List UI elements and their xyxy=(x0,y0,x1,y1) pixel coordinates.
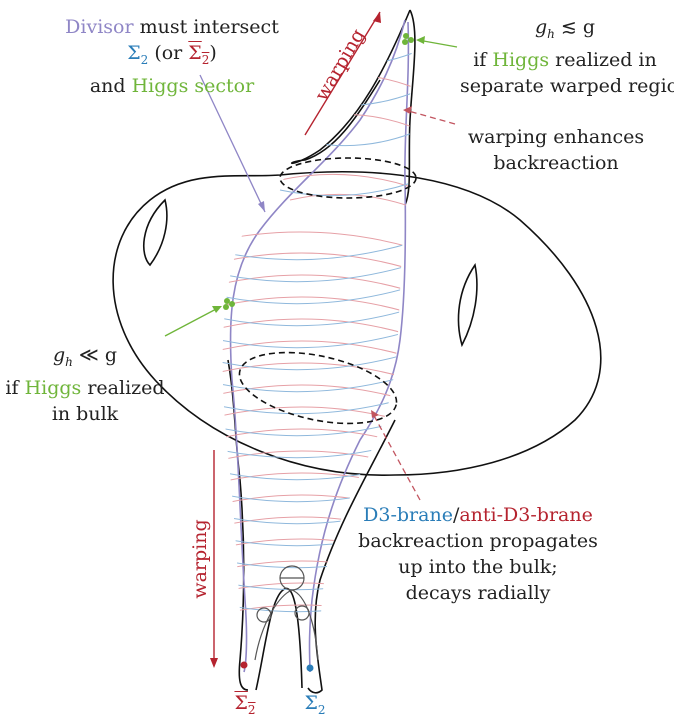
sigma2-symbol: Σ2 xyxy=(127,42,149,67)
higgs-dots-top xyxy=(402,33,414,45)
sigma2-bar-symbol: Σ2 xyxy=(188,42,210,67)
throat-fork xyxy=(255,587,303,691)
warping-enhances-label: warping enhances backreaction xyxy=(467,126,645,174)
throat-left-wall xyxy=(291,9,411,165)
higgs-top-pointer xyxy=(416,36,458,48)
higgs-bulk-pointer xyxy=(164,306,222,337)
warping-enhances-pointer xyxy=(403,106,456,125)
warping-arrow-top xyxy=(304,11,381,136)
divisor-left-edge xyxy=(229,19,406,673)
sigma-bar-bottom-label: Σ2 xyxy=(234,692,256,717)
divisor-label: Divisor must intersect Σ2 (or Σ2) and Hi… xyxy=(65,16,279,97)
gh-ll-label: gh ≪ g if Higgs realized in bulk xyxy=(5,344,165,425)
divisor-word: Divisor xyxy=(65,16,134,38)
divisor-pointer xyxy=(199,74,266,213)
gh-approx-label: gh ≲ g if Higgs realized in separate war… xyxy=(460,16,674,97)
d3-word: D3-brane xyxy=(363,504,453,526)
sigma-dot xyxy=(306,664,314,672)
divisor-rest: must intersect xyxy=(133,16,279,38)
d3-pointer xyxy=(371,410,421,501)
cross-section-upper xyxy=(279,157,417,199)
anti-d3-word: anti-D3-brane xyxy=(459,504,593,526)
throat-lower-right xyxy=(307,419,396,694)
bulk-hole-right xyxy=(457,262,478,348)
warping-arrow-bottom xyxy=(210,450,218,668)
bulk-outline xyxy=(112,171,602,476)
tip-structure xyxy=(254,565,319,661)
sigma-bar-dot xyxy=(240,661,248,669)
cross-section-lower xyxy=(238,351,398,425)
higgs-sector-word: Higgs sector xyxy=(131,74,255,97)
d3-brane-label: D3-brane/anti-D3-brane backreaction prop… xyxy=(358,504,598,604)
warping-bottom-label: warping xyxy=(189,519,211,599)
sigma-bottom-label: Σ2 xyxy=(304,692,326,717)
higgs-dots-bulk xyxy=(223,298,235,310)
bulk-hole-left xyxy=(143,198,168,267)
